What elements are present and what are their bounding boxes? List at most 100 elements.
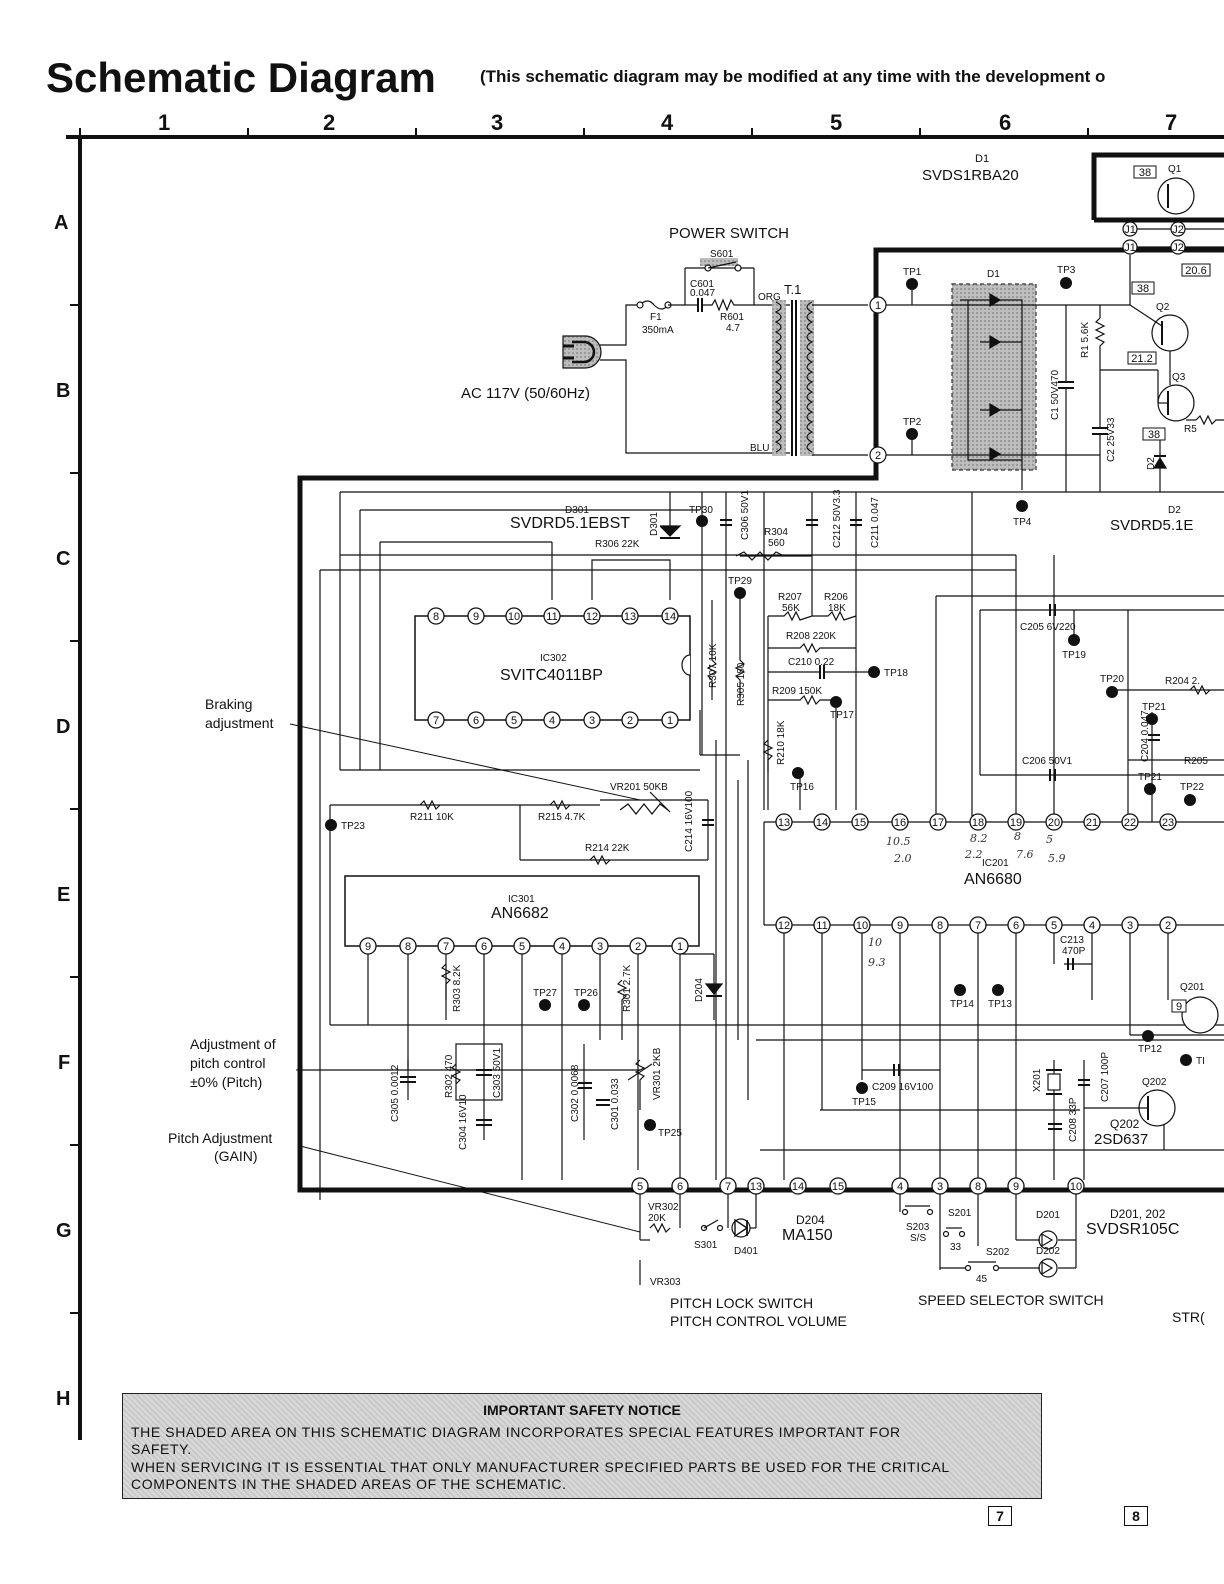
tp15-point: [856, 1082, 868, 1094]
tp3-label: TP3: [1057, 265, 1076, 276]
c213-value: 470P: [1062, 946, 1086, 957]
notice-title: IMPORTANT SAFETY NOTICE: [483, 1402, 681, 1418]
d1-top-label: D1: [975, 153, 989, 165]
ic201-label: IC201: [982, 858, 1009, 869]
svg-text:4: 4: [897, 1181, 903, 1193]
c206-label: C206 50V1: [1022, 756, 1072, 767]
t1-label: T.1: [784, 282, 801, 297]
svg-text:8: 8: [405, 941, 411, 953]
row-label: G: [56, 1220, 72, 1242]
row-label: F: [58, 1052, 70, 1074]
c214-label: C214 16V100: [684, 790, 695, 852]
tp21b-point: [1144, 783, 1156, 795]
c212-label: C212 50V3.3: [832, 489, 843, 548]
q1-label: Q1: [1168, 164, 1182, 175]
pitch-adj-label-1: Pitch Adjustment: [168, 1130, 272, 1146]
adj-pitch-label-2: pitch control: [190, 1055, 265, 1071]
tp16-label: TP16: [790, 782, 814, 793]
col-label: 4: [661, 110, 674, 135]
hw-note: 2.0: [893, 852, 912, 865]
d1-part: SVDS1RBA20: [922, 167, 1019, 184]
tp2-point: [906, 428, 918, 440]
r305-label: R305 180: [736, 662, 747, 706]
c306-label: C306 50V1: [740, 490, 751, 540]
r1-label: R1 5.6K: [1080, 322, 1091, 358]
braking-label-2: adjustment: [205, 715, 274, 731]
svg-text:13: 13: [750, 1181, 762, 1193]
tp23-point: [325, 819, 337, 831]
c209-label: C209 16V100: [872, 1082, 934, 1093]
connector-1: 1: [875, 300, 881, 312]
ac-input-label: AC 117V (50/60Hz): [461, 385, 590, 402]
q202-label-b: Q202: [1110, 1117, 1140, 1131]
svg-text:14: 14: [664, 611, 676, 623]
tp13-label: TP13: [988, 999, 1012, 1010]
pitch-adj-label-2: (GAIN): [214, 1148, 258, 1164]
svg-text:4: 4: [559, 941, 565, 953]
svg-text:10: 10: [1070, 1181, 1082, 1193]
blu-label: BLU: [750, 443, 769, 454]
svg-text:12: 12: [586, 611, 598, 623]
svg-text:23: 23: [1162, 817, 1174, 829]
tp16-point: [792, 767, 804, 779]
hw-note: 5: [1046, 833, 1053, 846]
vr201-label: VR201 50KB: [610, 782, 668, 793]
tp29-label: TP29: [728, 576, 752, 587]
bottom-section: [639, 1194, 1077, 1285]
d2-part: SVDRD5.1E: [1110, 517, 1193, 534]
svg-text:13: 13: [624, 611, 636, 623]
tp22-point: [1184, 794, 1196, 806]
d1-label: D1: [987, 269, 1000, 280]
hw-note: 8: [1014, 830, 1021, 843]
tp20-point: [1106, 686, 1118, 698]
ic302-part: SVITC4011BP: [500, 667, 603, 684]
svg-text:1: 1: [677, 941, 683, 953]
hw-note: 10.5: [886, 835, 911, 848]
svg-text:7: 7: [975, 920, 981, 932]
tp18-label: TP18: [884, 668, 908, 679]
vr302-value: 20K: [648, 1213, 666, 1224]
r209-label: R209 150K: [772, 686, 822, 697]
svg-text:12: 12: [778, 920, 790, 932]
s301-label: S301: [694, 1240, 718, 1251]
row-label: A: [54, 212, 68, 234]
svg-text:21: 21: [1086, 817, 1098, 829]
rectifier-labels: D1 SVDS1RBA20 D1 TP1 TP2 TP3 TP4 C1 50V4…: [903, 153, 1211, 534]
s202-label: S202: [986, 1247, 1010, 1258]
tp15-label: TP15: [852, 1097, 876, 1108]
s201-label: S201: [948, 1208, 972, 1219]
svg-text:6: 6: [1013, 920, 1019, 932]
r211-label: R211 10K: [410, 812, 454, 823]
d301-vertical: D301: [649, 512, 660, 536]
ic301-section: [300, 740, 1224, 1180]
r205-label: R205: [1184, 756, 1208, 767]
tp21a-point: [1146, 713, 1158, 725]
svg-text:5: 5: [511, 715, 517, 727]
svg-text:5: 5: [1051, 920, 1057, 932]
ic201-part: AN6680: [964, 871, 1022, 888]
svg-text:2: 2: [635, 941, 641, 953]
board-outline: [297, 152, 1224, 1193]
svg-text:9: 9: [473, 611, 479, 623]
safety-notice: IMPORTANT SAFETY NOTICE THE SHADED AREA …: [122, 1393, 1042, 1499]
vr301-label: VR301 2KB: [652, 1047, 663, 1100]
svg-text:5: 5: [637, 1181, 643, 1193]
volt-box-206: 20.6: [1185, 265, 1206, 277]
svg-text:17: 17: [932, 817, 944, 829]
q201-box: 9: [1176, 1001, 1182, 1013]
tp30-label: TP30: [689, 505, 713, 516]
page-number-7: 7: [988, 1506, 1012, 1526]
c213-label: C213: [1060, 935, 1084, 946]
bottom-connectors: 5 6 7 13 14 15 4 3 8 9 10: [631, 1177, 1085, 1195]
tp19-label: TP19: [1062, 650, 1086, 661]
tp1-label: TP1: [903, 267, 922, 278]
c601-label: C601: [690, 279, 714, 290]
row-label: D: [56, 716, 70, 738]
c211-label: C211 0.047: [870, 497, 881, 548]
page-subtitle: (This schematic diagram may be modified …: [480, 67, 1106, 86]
col-label: 5: [830, 110, 842, 135]
ic301-label: IC301: [508, 894, 535, 905]
power-section: [562, 258, 912, 464]
volt-box-212: 21.2: [1131, 353, 1152, 365]
connector-2: 2: [875, 450, 881, 462]
